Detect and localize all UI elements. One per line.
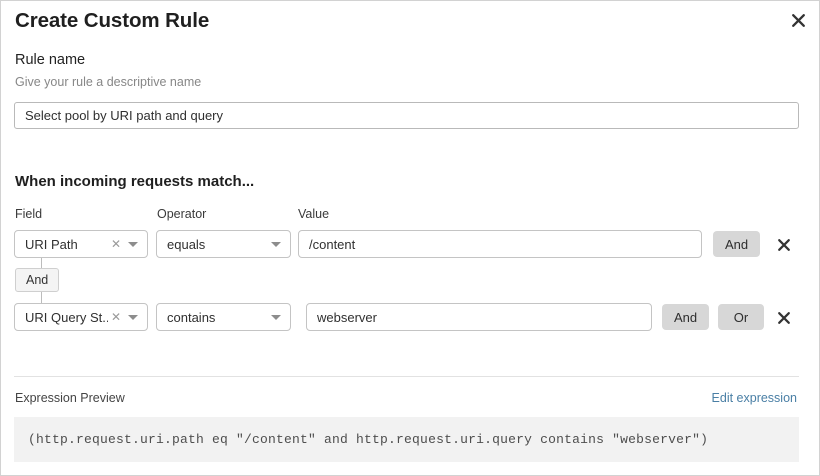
close-icon — [778, 239, 790, 251]
close-icon — [791, 13, 805, 27]
connector-line-bottom — [41, 292, 42, 303]
chevron-down-icon — [271, 241, 281, 247]
connector-line-top — [41, 258, 42, 268]
column-label-operator: Operator — [157, 207, 207, 221]
field-select-row-2[interactable]: URI Query St... ✕ — [14, 303, 148, 331]
field-select-value-row-2: URI Query St... — [25, 309, 108, 325]
and-button-row-2[interactable]: And — [662, 304, 710, 330]
value-input-row-1[interactable] — [298, 230, 702, 258]
group-connector-and-chip[interactable]: And — [15, 268, 60, 292]
delete-row-button-row-1[interactable] — [773, 234, 795, 256]
expression-preview-code: (http.request.uri.path eq "/content" and… — [28, 432, 709, 447]
chevron-down-icon — [128, 314, 138, 320]
field-select-row-1[interactable]: URI Path ✕ — [14, 230, 148, 258]
operator-select-value-row-1: equals — [167, 236, 206, 252]
rule-name-label: Rule name — [15, 52, 86, 68]
value-input-row-2[interactable] — [306, 303, 652, 331]
delete-row-button-row-2[interactable] — [773, 307, 795, 329]
chevron-down-icon — [128, 241, 138, 247]
close-icon — [778, 312, 790, 324]
dialog-title: Create Custom Rule — [15, 9, 210, 32]
clear-icon[interactable]: ✕ — [110, 310, 121, 324]
operator-select-row-1[interactable]: equals — [156, 230, 291, 258]
rule-name-input[interactable] — [14, 102, 799, 129]
close-dialog-button[interactable] — [785, 7, 811, 33]
section-divider — [14, 376, 799, 377]
expression-preview-label: Expression Preview — [15, 391, 125, 405]
clear-icon[interactable]: ✕ — [110, 237, 121, 251]
expression-preview-box: (http.request.uri.path eq "/content" and… — [14, 417, 799, 462]
and-button-row-1[interactable]: And — [713, 231, 761, 257]
operator-select-row-2[interactable]: contains — [156, 303, 291, 331]
edit-expression-link[interactable]: Edit expression — [711, 391, 797, 405]
column-label-field: Field — [15, 207, 43, 221]
rule-name-help-text: Give your rule a descriptive name — [15, 75, 202, 89]
operator-select-value-row-2: contains — [167, 309, 216, 325]
column-label-value: Value — [298, 207, 330, 221]
field-select-value-row-1: URI Path — [25, 236, 78, 252]
or-button-row-2[interactable]: Or — [718, 304, 764, 330]
match-section-heading: When incoming requests match... — [15, 173, 255, 190]
chevron-down-icon — [271, 314, 281, 320]
